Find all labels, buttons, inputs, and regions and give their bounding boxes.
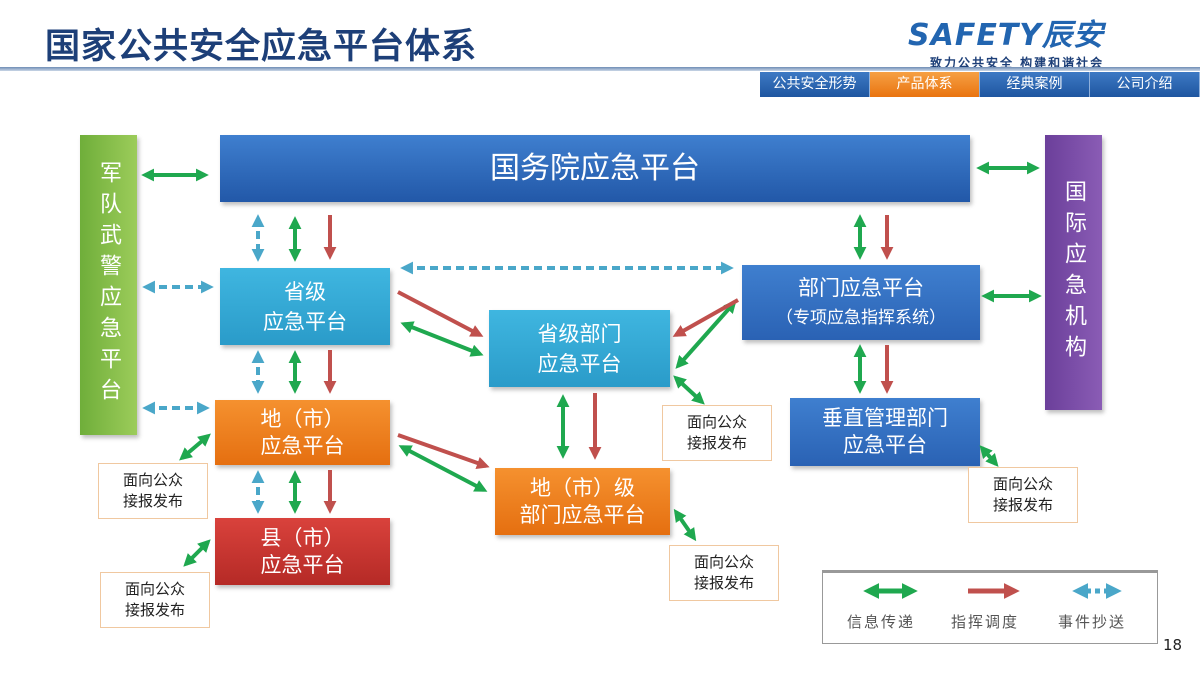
public-release-box: 面向公众接报发布 <box>968 467 1078 523</box>
info-arrow <box>675 300 737 369</box>
vertical-dept-platform: 垂直管理部门 应急平台 <box>790 398 980 466</box>
info-arrow <box>183 539 211 567</box>
public-label-2: 接报发布 <box>124 601 185 619</box>
logo-text: SAFETY辰安 <box>908 18 1104 53</box>
public-label-2: 接报发布 <box>122 492 183 510</box>
public-label-2: 接报发布 <box>686 434 747 452</box>
dept-platform: 部门应急平台 （专项应急指挥系统） <box>742 265 980 340</box>
company-logo: SAFETY辰安 致力公共安全 构建和谐社会 <box>908 10 1158 70</box>
city-label-1: 地（市） <box>260 406 345 431</box>
legend-event-label: 事件抄送 <box>1058 613 1127 631</box>
page-title: 国家公共安全应急平台体系 <box>45 27 478 67</box>
provincial-label-1: 省级 <box>284 279 326 304</box>
dept-label-2: （专项应急指挥系统） <box>776 307 946 328</box>
public-label-1: 面向公众 <box>693 553 754 571</box>
public-label-1: 面向公众 <box>124 580 185 598</box>
provincial-label-2: 应急平台 <box>263 309 347 334</box>
logo-tagline: 致力公共安全 构建和谐社会 <box>930 56 1105 70</box>
international-agency: 国际应急机构 <box>1045 135 1102 410</box>
info-arrow <box>179 433 211 461</box>
public-release-box: 面向公众接报发布 <box>669 545 779 601</box>
vertical-label-2: 应急平台 <box>843 433 927 457</box>
command-arrow <box>672 298 739 337</box>
public-label-1: 面向公众 <box>122 471 183 489</box>
info-arrow <box>398 445 488 492</box>
provincial-dept-label-1: 省级部门 <box>537 321 622 346</box>
international-label: 国际应急机构 <box>1061 179 1086 366</box>
public-label-2: 接报发布 <box>992 496 1053 514</box>
state-council-platform: 国务院应急平台 <box>220 135 970 202</box>
info-arrow <box>979 445 999 467</box>
public-release-box: 面向公众接报发布 <box>100 572 210 628</box>
county-platform: 县（市） 应急平台 <box>215 518 390 585</box>
tab-products[interactable]: 产品体系 <box>870 72 980 97</box>
info-arrow <box>673 508 697 542</box>
command-arrow <box>397 433 490 470</box>
vertical-label-1: 垂直管理部门 <box>822 406 948 430</box>
legend-arrows <box>863 582 1122 600</box>
city-label-2: 应急平台 <box>260 433 345 458</box>
legend: 信息传递 指挥调度 事件抄送 <box>822 570 1158 644</box>
provincial-dept-platform: 省级部门 应急平台 <box>489 310 670 387</box>
nav-tabs: 公共安全形势 产品体系 经典案例 公司介绍 <box>760 72 1200 97</box>
city-dept-label-1: 地（市）级 <box>530 475 635 500</box>
military-label: 军队武警应急平台 <box>96 161 121 409</box>
info-arrow <box>673 375 705 405</box>
info-arrow <box>400 321 484 357</box>
tab-situation[interactable]: 公共安全形势 <box>760 72 870 97</box>
legend-info-label: 信息传递 <box>847 613 916 631</box>
county-label-1: 县（市） <box>260 525 345 550</box>
public-release-box: 面向公众接报发布 <box>662 405 772 461</box>
legend-command-label: 指挥调度 <box>951 613 1020 631</box>
header-divider <box>0 67 1200 71</box>
page-number: 18 <box>1163 636 1183 654</box>
public-label-1: 面向公众 <box>686 413 747 431</box>
public-label-2: 接报发布 <box>693 574 754 592</box>
city-dept-platform: 地（市）级 部门应急平台 <box>495 468 670 535</box>
provincial-dept-label-2: 应急平台 <box>537 351 622 376</box>
county-label-2: 应急平台 <box>260 552 345 577</box>
public-label-1: 面向公众 <box>992 475 1053 493</box>
tab-cases[interactable]: 经典案例 <box>980 72 1090 97</box>
provincial-platform: 省级 应急平台 <box>220 268 390 345</box>
command-arrow <box>397 290 484 337</box>
city-platform: 地（市） 应急平台 <box>215 400 390 465</box>
public-release-box: 面向公众接报发布 <box>98 463 208 519</box>
military-platform: 军队武警应急平台 <box>80 135 137 435</box>
dept-label-1: 部门应急平台 <box>798 275 924 300</box>
tab-company[interactable]: 公司介绍 <box>1090 72 1200 97</box>
state-council-label: 国务院应急平台 <box>490 150 700 186</box>
city-dept-label-2: 部门应急平台 <box>519 502 646 527</box>
